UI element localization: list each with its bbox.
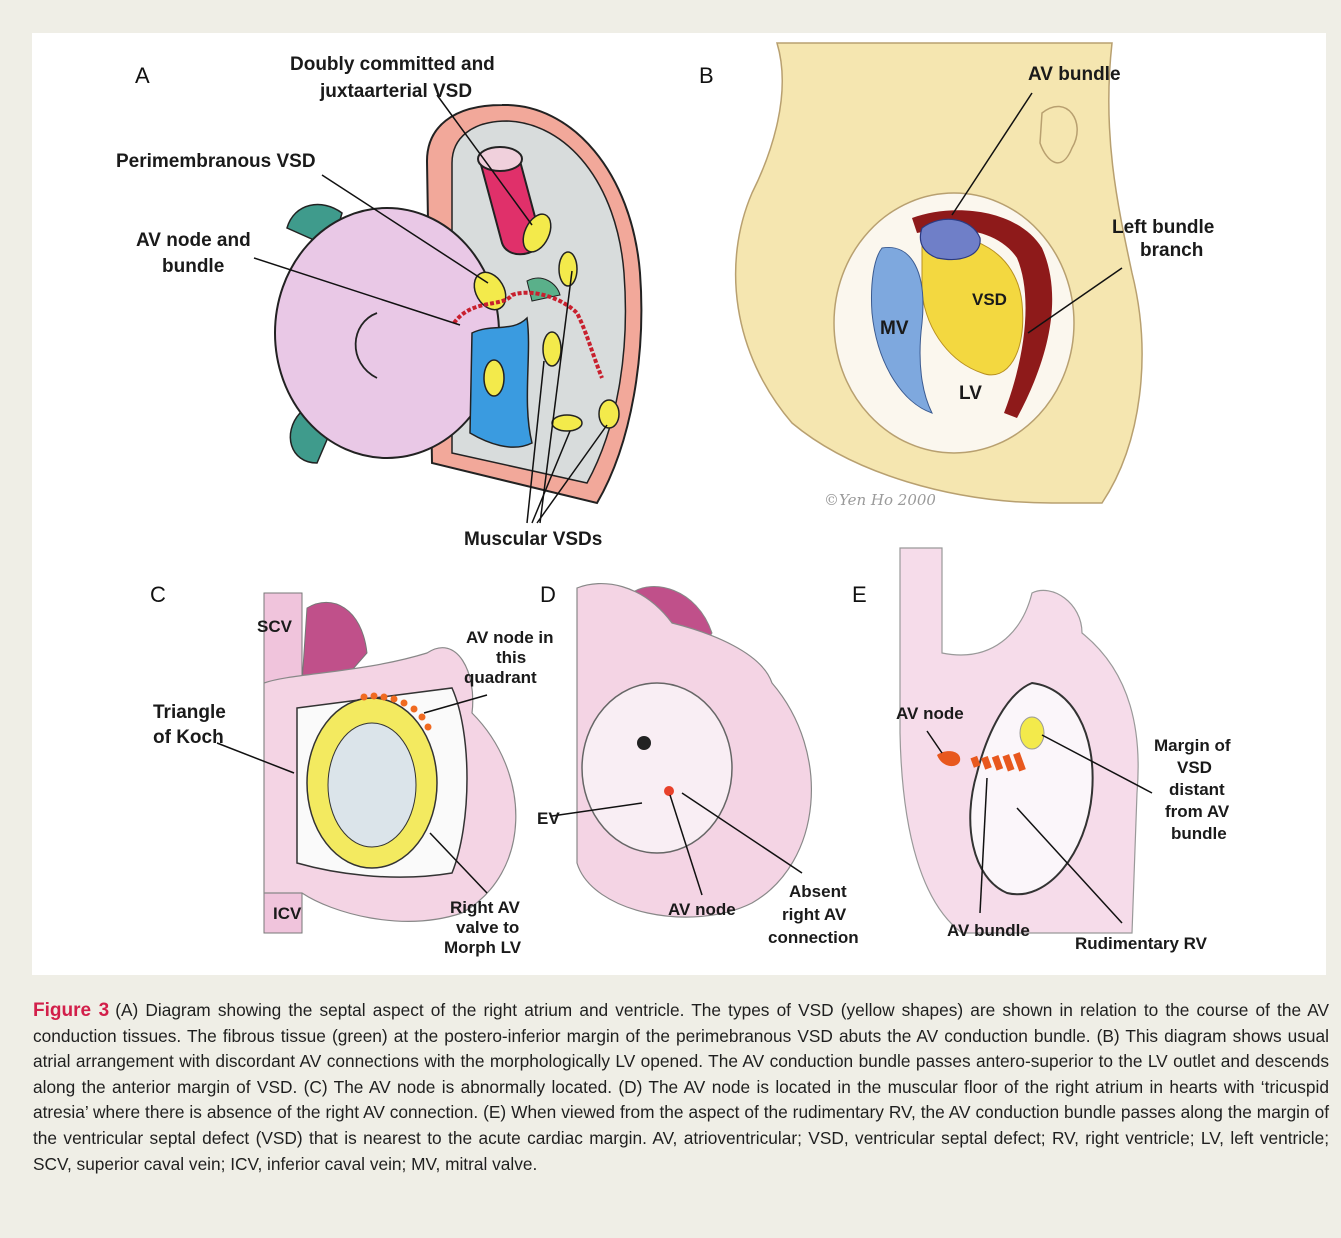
label-b-vsd: VSD xyxy=(972,290,1007,309)
label-right-av-3: Morph LV xyxy=(444,938,522,957)
label-e-margin-2: VSD xyxy=(1177,758,1212,777)
panel-c-letter: C xyxy=(150,582,166,607)
panel-e-letter: E xyxy=(852,582,867,607)
label-av-node-2: bundle xyxy=(162,256,224,277)
label-left-bundle-2: branch xyxy=(1140,240,1203,261)
vsd-muscular-5 xyxy=(599,400,619,428)
label-d-av-node: AV node xyxy=(668,900,736,919)
panel-b: B AV bundle Left bundle branch VSD MV LV… xyxy=(699,43,1214,509)
cs-ostium xyxy=(637,736,651,750)
label-e-av-node: AV node xyxy=(896,704,964,723)
label-d-absent-3: connection xyxy=(768,928,859,947)
panel-d-letter: D xyxy=(540,582,556,607)
label-left-bundle-1: Left bundle xyxy=(1112,217,1214,238)
label-triangle-1: Triangle xyxy=(153,702,226,723)
panel-b-letter: B xyxy=(699,63,714,88)
figure-panel: A Doubly committ xyxy=(32,33,1326,975)
panel-c: C SCV ICV AV node in this quadrant Trian… xyxy=(150,582,554,957)
label-e-margin-4: from AV xyxy=(1165,802,1230,821)
label-d-absent-1: Absent xyxy=(789,882,847,901)
label-doubly-2: juxtaarterial VSD xyxy=(319,81,472,102)
label-muscular: Muscular VSDs xyxy=(464,529,602,550)
label-b-av-bundle: AV bundle xyxy=(1028,64,1121,85)
panel-a-letter: A xyxy=(135,63,150,88)
label-right-av-1: Right AV xyxy=(450,898,521,917)
valve-orifice xyxy=(328,723,416,847)
label-copyright: ©Yen Ho 2000 xyxy=(824,491,936,509)
panel-a: A Doubly committ xyxy=(116,54,641,550)
label-e-rudimentary: Rudimentary RV xyxy=(1075,934,1208,953)
vsd-margin-e xyxy=(1020,717,1044,749)
label-av-node-1: AV node and xyxy=(136,230,251,251)
vsd-muscular-4 xyxy=(552,415,582,431)
label-right-av-2: valve to xyxy=(456,918,519,937)
vsd-muscular-1 xyxy=(484,360,504,396)
av-node-mark-d xyxy=(664,786,674,796)
label-e-av-bundle: AV bundle xyxy=(947,921,1030,940)
label-e-margin-1: Margin of xyxy=(1154,736,1231,755)
label-c-av-node-1: AV node in xyxy=(466,628,554,647)
label-triangle-2: of Koch xyxy=(153,727,224,748)
label-e-margin-5: bundle xyxy=(1171,824,1227,843)
label-e-margin-3: distant xyxy=(1169,780,1225,799)
label-perimembranous: Perimembranous VSD xyxy=(116,151,316,172)
label-c-av-node-3: quadrant xyxy=(464,668,537,687)
label-doubly-1: Doubly committed and xyxy=(290,54,495,75)
label-d-ev: EV xyxy=(537,809,560,828)
figure-illustration: A Doubly committ xyxy=(32,33,1326,975)
vsd-muscular-3 xyxy=(543,332,561,366)
label-b-mv: MV xyxy=(880,318,909,339)
label-d-absent-2: right AV xyxy=(782,905,847,924)
label-c-scv: SCV xyxy=(257,617,293,636)
figure-caption: Figure 3(A) Diagram showing the septal a… xyxy=(33,998,1329,1177)
label-b-lv: LV xyxy=(959,383,982,404)
atrium-floor-d xyxy=(582,683,732,853)
label-c-av-node-2: this xyxy=(496,648,526,667)
right-atrium xyxy=(275,208,499,458)
panel-d: D EV AV node Absent right AV connection xyxy=(537,582,859,947)
caption-figure-label: Figure 3 xyxy=(33,1000,109,1021)
vsd-muscular-2 xyxy=(559,252,577,286)
label-c-icv: ICV xyxy=(273,904,302,923)
panel-e: E AV node Margin of VSD distant from AV … xyxy=(852,548,1231,953)
caption-text: (A) Diagram showing the septal aspect of… xyxy=(33,1000,1329,1174)
